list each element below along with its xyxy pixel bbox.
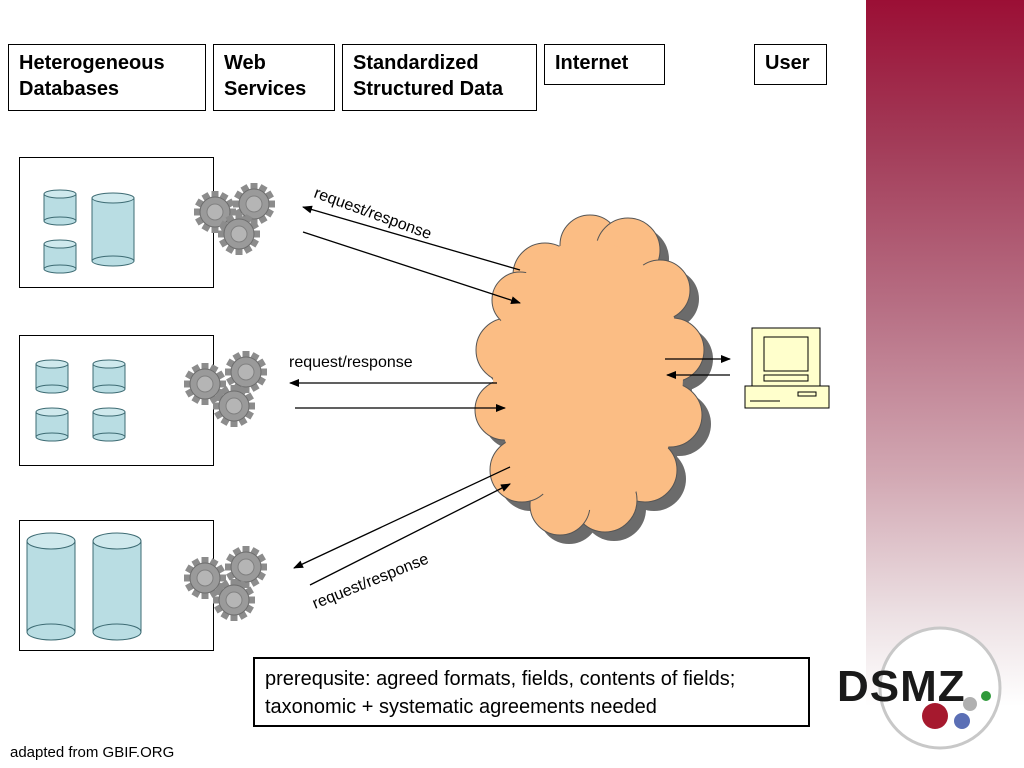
arrow-line <box>302 205 521 271</box>
header-user-label: User <box>765 52 810 74</box>
gears-icon <box>183 350 268 428</box>
header-standardized-line1: Standardized <box>353 52 479 74</box>
header-web-line2: Services <box>224 78 307 100</box>
database-icon <box>91 192 135 267</box>
note-line-1: prerequsite: agreed formats, fields, con… <box>265 668 736 690</box>
database-icon <box>43 239 77 274</box>
logo-text: DSMZ <box>837 662 966 711</box>
arrow-line <box>309 483 511 586</box>
arrow-label-middle: request/response <box>289 354 413 371</box>
arrow-line <box>293 466 511 569</box>
dsmz-logo: DSMZ <box>832 626 1004 750</box>
header-internet: Internet <box>544 44 665 85</box>
internet-cloud-icon <box>474 214 713 544</box>
database-icon <box>43 189 77 226</box>
database-icon <box>92 359 126 394</box>
database-icon <box>26 532 76 641</box>
arrow-label-bottom: request/response <box>310 551 431 613</box>
note-line-2: taxonomic + systematic agreements needed <box>265 696 657 718</box>
header-web-line1: Web <box>224 52 266 74</box>
header-heterogeneous-line2: Databases <box>19 78 120 100</box>
database-icon <box>35 407 69 442</box>
prerequisite-note: prerequsite: agreed formats, fields, con… <box>253 657 810 727</box>
database-icon <box>92 532 142 641</box>
database-panel-2 <box>19 335 214 466</box>
header-heterogeneous-line1: Heterogeneous <box>19 52 165 74</box>
header-standardized-line2: Structured Data <box>353 78 504 100</box>
source-credit: adapted from GBIF.ORG <box>10 744 175 761</box>
header-web-services: Web Services <box>213 44 335 111</box>
gears-icon <box>183 545 268 622</box>
header-standardized-structured-data: Standardized Structured Data <box>342 44 537 111</box>
gears-icon <box>193 182 276 256</box>
header-heterogeneous-databases: Heterogeneous Databases <box>8 44 206 111</box>
arrow-label-top: request/response <box>312 185 434 243</box>
computer-icon <box>744 327 830 409</box>
database-icon <box>35 359 69 394</box>
header-user: User <box>754 44 827 85</box>
arrow-line <box>302 231 521 305</box>
database-icon <box>92 407 126 442</box>
header-internet-label: Internet <box>555 52 629 74</box>
